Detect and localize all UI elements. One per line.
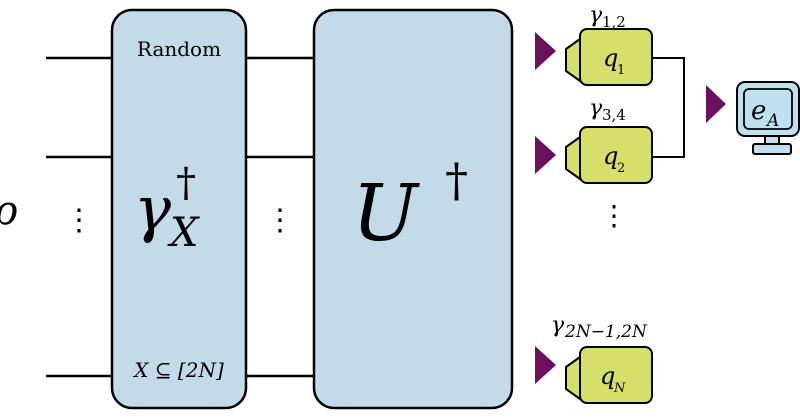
camera-n-gamma-sub: 2N−1,2N bbox=[564, 322, 648, 342]
camera-n-body bbox=[579, 346, 653, 404]
camera-n: γ 2N−1,2N q N bbox=[551, 313, 653, 404]
arrow-2 bbox=[535, 136, 556, 174]
camera-1-gamma-sub: 1,2 bbox=[602, 13, 626, 31]
right-vertical-dots: ⋮ bbox=[600, 199, 628, 232]
middle-vertical-dots: ⋮ bbox=[265, 203, 295, 238]
monitor-label-sub: A bbox=[765, 111, 779, 131]
random-label: Random bbox=[137, 37, 221, 61]
gamma-x-dagger-sub: X bbox=[167, 210, 200, 256]
monitor-screen bbox=[743, 88, 793, 130]
arrow-3 bbox=[535, 346, 556, 384]
camera-1: γ 1,2 q 1 bbox=[565, 3, 653, 86]
unitary-dagger-label: U bbox=[352, 169, 420, 259]
camera-1-body bbox=[579, 28, 653, 86]
camera-n-gamma-label: γ bbox=[551, 313, 565, 338]
arrow-monitor bbox=[706, 85, 726, 123]
camera-2-lens-icon bbox=[565, 135, 581, 181]
camera-n-qubit-sub: N bbox=[613, 381, 626, 396]
measurement-arrows bbox=[535, 32, 726, 384]
camera-connection-lines bbox=[652, 57, 685, 158]
camera-n-qubit: q bbox=[600, 362, 615, 390]
camera-2-body bbox=[579, 126, 653, 184]
gamma-x-dagger-sup: † bbox=[176, 160, 196, 206]
monitor-icon: e A bbox=[736, 81, 800, 155]
camera-2: γ 3,4 q 2 bbox=[565, 96, 653, 184]
camera-1-lens-icon bbox=[565, 37, 581, 83]
camera-1-qubit-sub: 1 bbox=[617, 63, 625, 78]
monitor-label: e bbox=[751, 96, 766, 126]
camera-2-qubit-sub: 2 bbox=[617, 161, 625, 176]
input-state-label: ρ bbox=[0, 188, 18, 234]
unitary-dagger-box bbox=[312, 8, 514, 410]
arrow-1 bbox=[535, 32, 556, 70]
random-majorana-box bbox=[110, 8, 248, 410]
subset-label: X ⊆ [2N] bbox=[132, 358, 224, 382]
camera-2-gamma-sub: 3,4 bbox=[602, 106, 626, 124]
camera-n-lens-icon bbox=[565, 355, 581, 401]
camera-1-link bbox=[652, 57, 685, 158]
unitary-dagger-sup: † bbox=[445, 153, 468, 207]
camera-2-gamma-label: γ bbox=[589, 96, 603, 121]
input-wires bbox=[46, 56, 314, 378]
camera-1-qubit: q bbox=[603, 44, 618, 72]
monitor-stand bbox=[752, 143, 792, 155]
gamma-x-dagger-gate: γ bbox=[134, 172, 172, 245]
camera-2-qubit: q bbox=[603, 142, 618, 170]
camera-1-gamma-label: γ bbox=[589, 3, 603, 28]
left-vertical-dots: ⋮ bbox=[64, 203, 94, 238]
